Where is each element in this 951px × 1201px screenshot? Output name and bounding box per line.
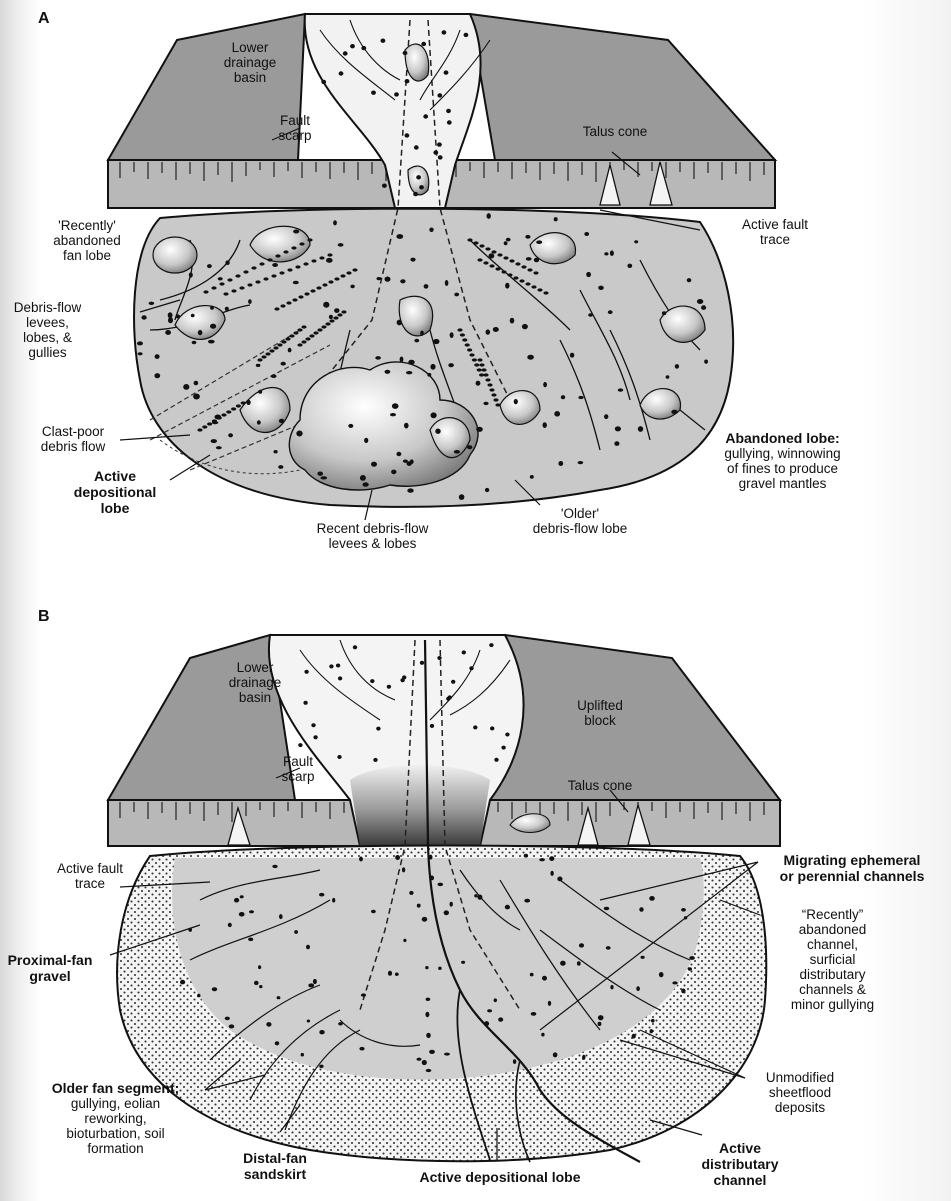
label-talus-cone-a: Talus cone [560,124,670,139]
label-fault-scarp-b: Fault scarp [268,754,328,784]
label-active-depositional-lobe-a: Active depositional lobe [60,468,170,516]
label-older-debris-flow-lobe: 'Older' debris-flow lobe [515,506,645,536]
label-fault-scarp-a: Fault scarp [265,113,325,143]
label-older-fan-segment-text: gullying, eolian reworking, bioturbation… [18,1096,213,1156]
label-abandoned-lobe-text: gullying, winnowing of fines to produce … [700,446,865,491]
label-proximal-fan-gravel: Proximal-fan gravel [0,952,100,984]
label-recently-abandoned-channel: “Recently” abandoned channel, surficial … [770,907,895,1012]
label-abandoned-lobe-heading: Abandoned lobe: [700,430,865,446]
label-active-distributary-channel: Active distributary channel [685,1140,795,1188]
label-unmodified-sheetflood: Unmodified sheetflood deposits [745,1070,855,1115]
label-clast-poor-debris-flow: Clast-poor debris flow [18,424,128,454]
label-debris-flow-levees: Debris-flow levees, lobes, & gullies [0,300,95,360]
label-active-depositional-lobe-b: Active depositional lobe [395,1169,605,1185]
label-uplifted-block: Uplifted block [560,698,640,728]
label-recent-debris-flow-levees: Recent debris-flow levees & lobes [280,521,465,551]
label-lower-drainage-basin-b: Lower drainage basin [210,660,300,705]
panel-letter-b: B [38,608,50,626]
panel-a-diagram [108,14,775,507]
label-abandoned-lobe: Abandoned lobe: gullying, winnowing of f… [700,430,865,491]
label-recently-abandoned-lobe: 'Recently' abandoned fan lobe [32,218,142,263]
label-older-fan-segment-heading: Older fan segment: [18,1080,213,1096]
label-talus-cone-b: Talus cone [545,778,655,793]
panel-letter-a: A [38,10,50,28]
label-migrating-channels: Migrating ephemeral or perennial channel… [752,852,951,884]
label-active-fault-trace-a: Active fault trace [720,217,830,247]
label-older-fan-segment: Older fan segment: gullying, eolian rewo… [18,1080,213,1156]
label-distal-fan-sandskirt: Distal-fan sandskirt [220,1150,330,1182]
label-lower-drainage-basin-a: Lower drainage basin [205,40,295,85]
label-active-fault-trace-b: Active fault trace [35,861,145,891]
